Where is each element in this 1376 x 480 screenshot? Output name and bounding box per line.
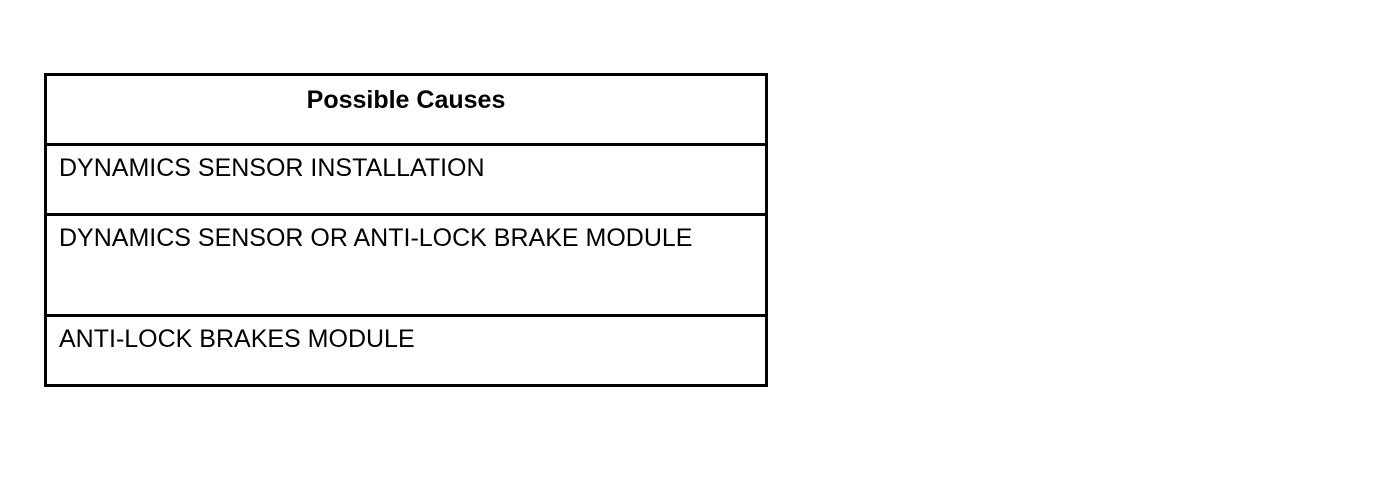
cause-cell: DYNAMICS SENSOR INSTALLATION	[44, 143, 768, 216]
table-row: DYNAMICS SENSOR INSTALLATION	[44, 143, 768, 216]
cause-cell: DYNAMICS SENSOR OR ANTI-LOCK BRAKE MODUL…	[44, 213, 768, 317]
table-row: DYNAMICS SENSOR OR ANTI-LOCK BRAKE MODUL…	[44, 213, 768, 317]
table-row: ANTI-LOCK BRAKES MODULE	[44, 314, 768, 387]
table-header-row: Possible Causes	[44, 73, 768, 146]
possible-causes-table: Possible Causes DYNAMICS SENSOR INSTALLA…	[44, 73, 768, 387]
table-header-possible-causes: Possible Causes	[44, 73, 768, 146]
cause-cell: ANTI-LOCK BRAKES MODULE	[44, 314, 768, 387]
